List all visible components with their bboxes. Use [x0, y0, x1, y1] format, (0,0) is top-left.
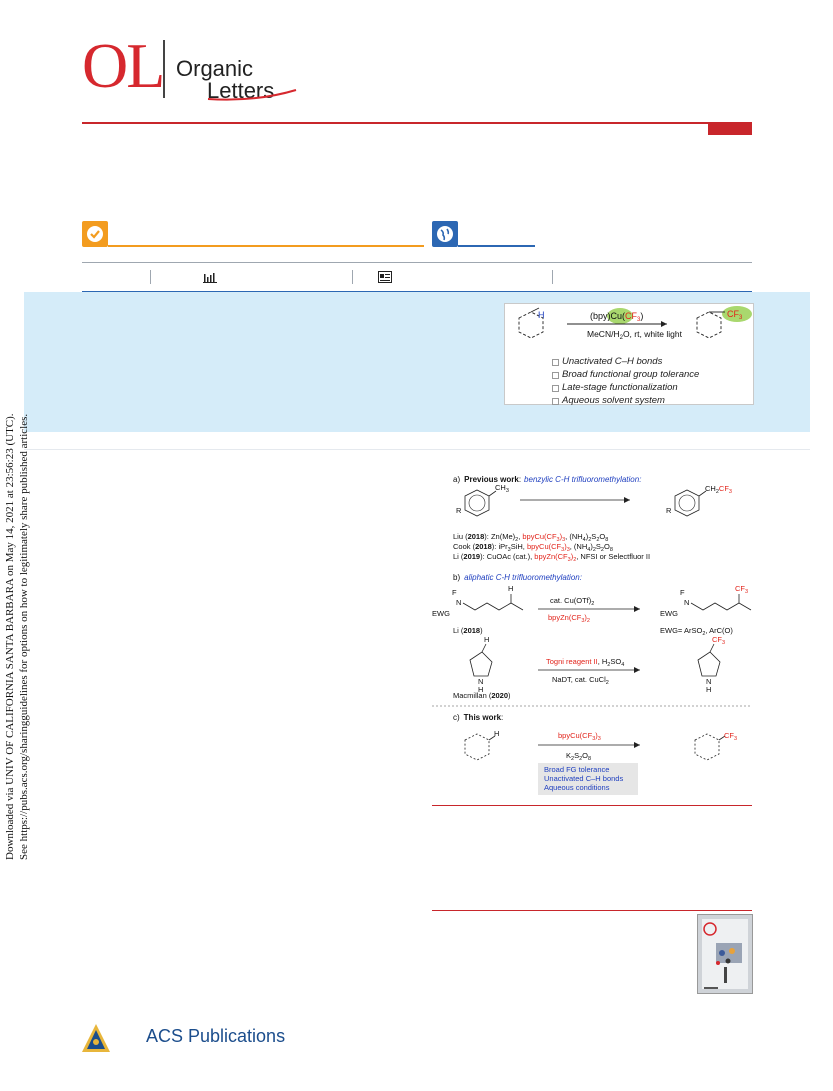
- fig-c-oxidant: K2S2O8: [566, 751, 591, 762]
- toc-graphic: H (bpy)Cu(CF3) MeCN/H2O, rt, white light…: [504, 303, 754, 405]
- toc-feature: Late-stage functionalization: [552, 381, 699, 394]
- article-info-icon[interactable]: [378, 271, 392, 283]
- download-notice-line1: Downloaded via UNIV OF CALIFORNIA SANTA …: [4, 413, 16, 860]
- fig-b-pyr-n: N: [478, 677, 483, 686]
- figure-bottom-rule: [432, 805, 752, 806]
- fig-a-product-r: R: [666, 506, 672, 515]
- toc-feature: Aqueous solvent system: [552, 394, 699, 407]
- fig-a-r-label: R: [456, 506, 462, 515]
- toc-conditions: MeCN/H2O, rt, white light: [587, 329, 683, 341]
- abstract-divider: [24, 449, 810, 450]
- fig-b-product-ewg: EWG: [660, 609, 678, 618]
- header-tab: [708, 123, 752, 135]
- journal-name-line2: Letters: [207, 78, 275, 103]
- fig-b-product-cf3: CF3: [735, 584, 748, 595]
- fig-b-li: Li (2018): [453, 626, 483, 635]
- fig-ref-li: Li (2019): CuOAc (cat.), bpyZn(CF3)2, NF…: [453, 552, 650, 563]
- fig-ref-liu: Liu (2018): Zn(Me)2, bpyCu(CF3)3, (NH4)2…: [453, 532, 608, 543]
- fig-b-ewg-note: EWG= ArSO2, ArC(O): [660, 626, 733, 637]
- logo-swoosh-icon: [207, 89, 297, 101]
- logo-divider: [163, 40, 165, 98]
- toc-substrate-h: H: [538, 310, 545, 320]
- fig-c-feature: Aqueous conditions: [544, 783, 610, 792]
- fig-b-macmillan: Macmillan (2020): [453, 691, 511, 700]
- open-access-underline: [108, 245, 424, 247]
- publisher-name: ACS Publications: [146, 1026, 286, 1046]
- toc-feature-list: Unactivated C–H bonds Broad functional g…: [552, 355, 699, 407]
- metrics-separator: [150, 270, 151, 284]
- globe-badge[interactable]: [432, 221, 458, 247]
- fig-c-h: H: [494, 729, 499, 738]
- fig-b-f: F: [452, 588, 457, 597]
- fig-b-pyr-product-nh: H: [706, 685, 711, 694]
- fig-b-pyr-h: H: [484, 635, 489, 644]
- metrics-bar-top: [82, 262, 752, 263]
- globe-underline: [458, 245, 535, 247]
- fig-a-reactant-ch3: CH3: [495, 483, 509, 494]
- fig-c-feature: Broad FG tolerance: [544, 765, 609, 774]
- fig-c-reagent: bpyCu(CF3)3: [558, 731, 601, 742]
- fig-a-header: a)Previous work:benzylic C-H trifluorome…: [453, 475, 641, 484]
- fig-b-header: b)aliphatic C-H trifluoromethylation:: [453, 573, 582, 582]
- metrics-bar-bottom: [82, 291, 752, 292]
- fig-b-cond3: NaDT, cat. CuCl2: [552, 675, 609, 686]
- check-circle-icon: [87, 226, 103, 242]
- fig-b-ewg: EWG: [432, 609, 450, 618]
- fig-b-product-f: F: [680, 588, 685, 597]
- fig-b-product-n: N: [684, 598, 689, 607]
- fig-c-header: c)This work:: [453, 713, 503, 722]
- toc-reagent: (bpy)Cu(CF3): [590, 311, 643, 323]
- reaction-scheme-figure: a)Previous work:benzylic C-H trifluorome…: [432, 475, 752, 795]
- fig-c-feature: Unactivated C–H bonds: [544, 774, 623, 783]
- header-rule: [82, 122, 752, 124]
- fig-ref-cook: Cook (2018): iPr3SiH, bpyCu(CF3)3, (NH4)…: [453, 542, 613, 553]
- fig-b-n: N: [456, 598, 461, 607]
- toc-feature: Unactivated C–H bonds: [552, 355, 699, 368]
- fig-b-h: H: [508, 584, 513, 593]
- metrics-separator: [352, 270, 353, 284]
- download-notice-line2: See https://pubs.acs.org/sharingguidelin…: [18, 413, 30, 860]
- bar-chart-icon[interactable]: [203, 271, 217, 283]
- cover-art-icon: [698, 915, 752, 993]
- download-notice: Downloaded via UNIV OF CALIFORNIA SANTA …: [3, 400, 31, 860]
- journal-logo-letters: OL: [82, 30, 165, 101]
- toc-feature: Broad functional group tolerance: [552, 368, 699, 381]
- journal-name-line1: Organic: [176, 56, 254, 81]
- fig-c-cf3: CF3: [724, 731, 737, 742]
- fig-a-product: CH2CF3: [705, 484, 732, 495]
- fig-b-cond2: Togni reagent II, H2SO4: [546, 657, 624, 668]
- toc-product-cf3: CF3: [727, 309, 743, 321]
- globe-icon: [437, 226, 453, 242]
- fig-b-red1: bpyZn(CF3)2: [548, 613, 590, 624]
- metrics-separator: [552, 270, 553, 284]
- open-access-badge[interactable]: [82, 221, 108, 247]
- journal-cover-thumbnail[interactable]: [697, 914, 753, 994]
- fig-b-pyr-cf3: CF3: [712, 635, 725, 646]
- fig-b-pyr-nh: H: [478, 685, 483, 694]
- fig-b-pyr-product-n: N: [706, 677, 711, 686]
- acs-logo-icon: [82, 1024, 110, 1052]
- toc-scheme: H (bpy)Cu(CF3) MeCN/H2O, rt, white light…: [518, 306, 752, 341]
- footnote-rule: [432, 910, 752, 911]
- fig-b-cond1: cat. Cu(OTf)2: [550, 596, 594, 607]
